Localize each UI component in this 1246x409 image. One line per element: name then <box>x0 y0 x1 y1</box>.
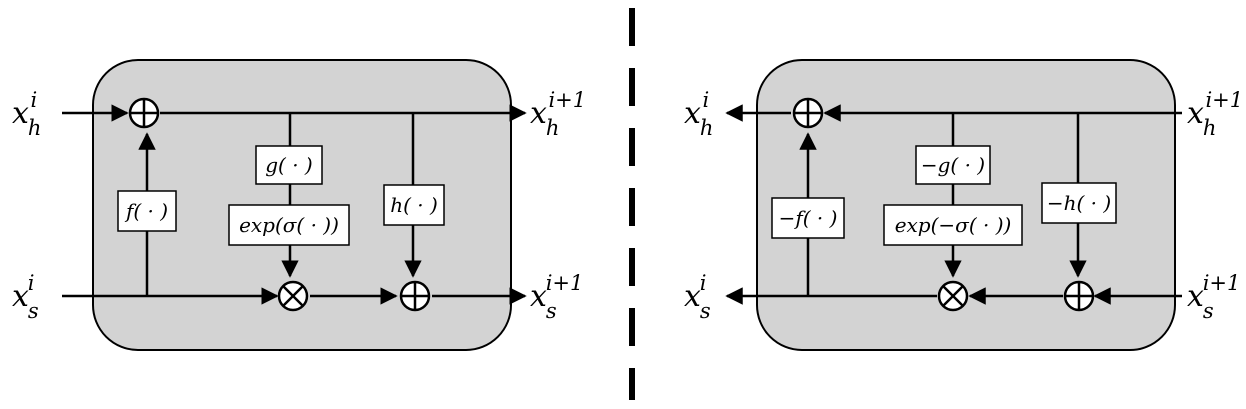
inv-output-s-label: xsi <box>684 271 711 323</box>
inv-output-h-label: xhi <box>684 88 713 140</box>
inv-h-box <box>1041 182 1117 224</box>
fwd-f-label: f( · ) <box>124 199 168 223</box>
inv-exp-label: exp(−σ( · )) <box>895 213 1012 237</box>
fwd-multiply-op <box>277 280 309 312</box>
fwd-h-box <box>383 184 445 226</box>
fwd-f-box <box>117 190 177 232</box>
inv-exp-box <box>883 204 1023 246</box>
fwd-add-top-op <box>128 97 160 129</box>
inverse-block: −f( · ) −g( · ) exp(−σ( · )) −h( · ) xhi… <box>684 59 1243 351</box>
inv-f-label: −f( · ) <box>779 206 838 230</box>
inv-f-box <box>771 197 845 239</box>
inv-input-h-label: xhi+1 <box>1187 88 1243 140</box>
fwd-g-box <box>255 145 323 185</box>
inv-h-label: −h( · ) <box>1047 191 1111 215</box>
inv-add-bottom-op <box>1063 280 1095 312</box>
fwd-h-label: h( · ) <box>390 193 438 217</box>
fwd-g-label: g( · ) <box>265 153 312 177</box>
inv-add-top-op <box>792 97 824 129</box>
fwd-exp-label: exp(σ( · )) <box>239 213 339 237</box>
inv-g-box <box>915 145 991 185</box>
fwd-input-s-label: xsi <box>12 271 39 323</box>
fwd-output-h-label: xhi+1 <box>530 88 586 140</box>
forward-block: f( · ) g( · ) exp(σ( · )) h( · ) xhi xsi… <box>12 59 586 351</box>
fwd-exp-box <box>228 204 350 246</box>
fwd-add-bottom-op <box>399 280 431 312</box>
inv-g-label: −g( · ) <box>921 153 985 177</box>
inv-multiply-op <box>937 280 969 312</box>
fwd-output-s-label: xsi+1 <box>530 271 583 323</box>
inv-input-s-label: xsi+1 <box>1187 271 1240 323</box>
fwd-input-h-label: xhi <box>12 88 41 140</box>
